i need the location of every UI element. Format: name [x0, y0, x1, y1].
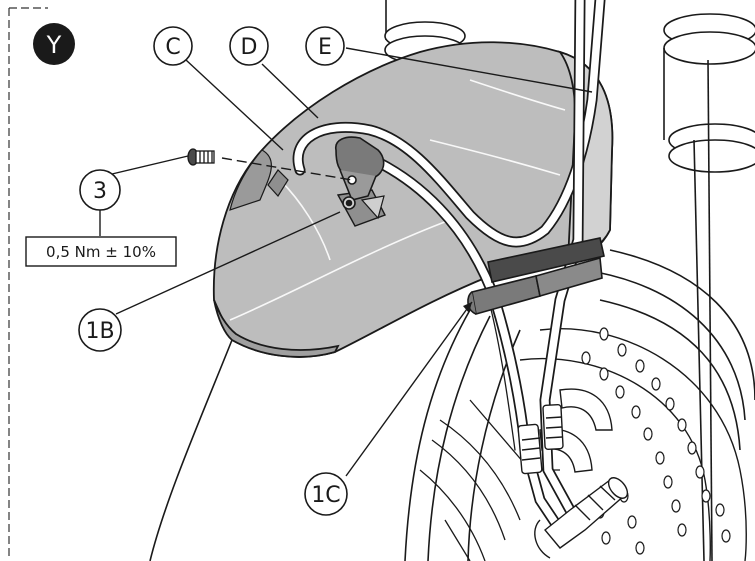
leader-d	[261, 63, 319, 119]
leader-1c	[345, 301, 473, 477]
front-wheel	[149, 249, 755, 561]
svg-text:3: 3	[93, 179, 107, 204]
svg-text:D: D	[241, 35, 258, 60]
svg-text:1C: 1C	[311, 483, 340, 508]
callout-c: C	[153, 26, 193, 66]
callout-d: D	[229, 26, 269, 66]
assembly-axis-line	[221, 157, 353, 181]
brake-hose-loop	[292, 0, 606, 248]
leader-c	[185, 59, 284, 151]
svg-text:Y: Y	[46, 31, 62, 59]
hose-clip-lower	[467, 237, 605, 316]
leader-1b	[115, 211, 341, 315]
callout-3: 3	[79, 169, 121, 211]
arrowhead-1c	[463, 302, 472, 313]
callout-e: E	[305, 26, 345, 66]
screw-part	[187, 148, 215, 166]
svg-text:C: C	[165, 35, 180, 60]
view-badge: Y	[33, 23, 75, 65]
svg-text:1B: 1B	[85, 319, 114, 344]
svg-text:0,5 Nm ± 10%: 0,5 Nm ± 10%	[46, 243, 156, 261]
front-fender	[212, 41, 614, 358]
callout-1b: 1B	[78, 308, 122, 352]
hose-fitting	[517, 404, 629, 559]
hose-clip-upper	[335, 136, 385, 210]
leader-e	[345, 47, 593, 93]
leader-3	[111, 155, 189, 175]
leader-lines	[99, 47, 593, 477]
svg-text:E: E	[318, 35, 332, 60]
callout-1c: 1C	[304, 472, 348, 516]
torque-spec-box: 0,5 Nm ± 10%	[25, 236, 177, 267]
